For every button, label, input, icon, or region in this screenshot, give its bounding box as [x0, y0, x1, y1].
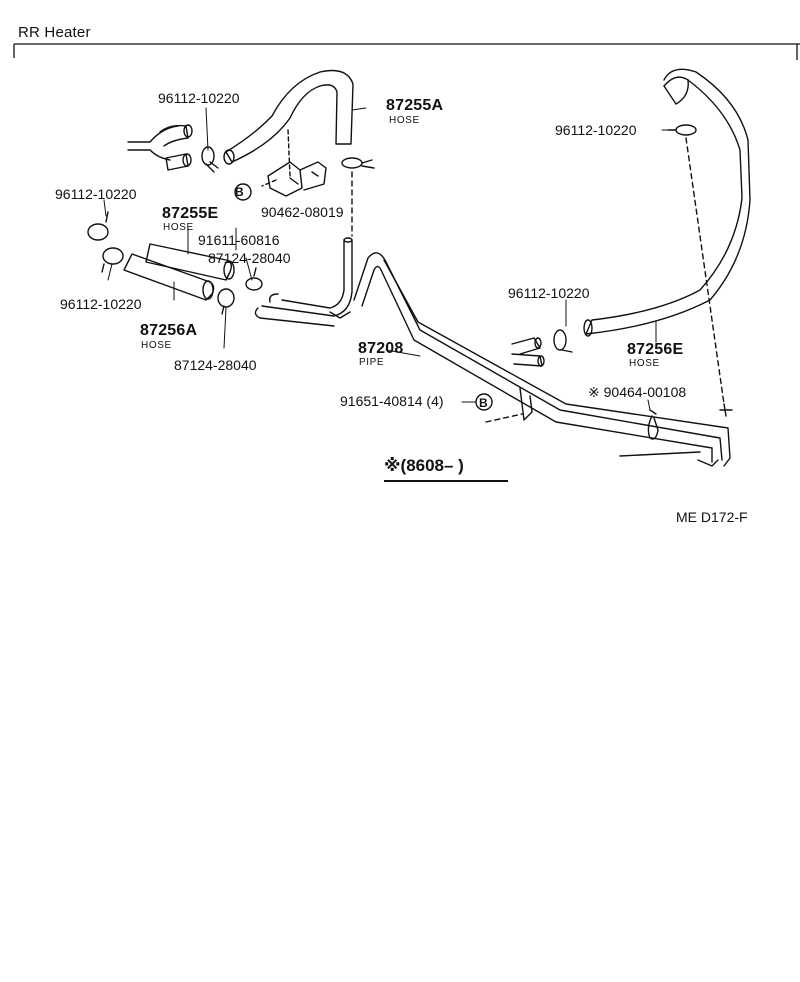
leader-bracket — [287, 129, 291, 177]
ref-b-bracket: B — [235, 185, 244, 199]
heater-inlet-stubs — [127, 124, 193, 171]
label-pipe-87208-name: PIPE — [359, 357, 385, 368]
bracket-90462 — [261, 161, 327, 197]
page-title: RR Heater — [18, 24, 91, 41]
label-clamp-96112-left-lower: 96112-10220 — [60, 296, 142, 312]
clamp-icon — [87, 211, 109, 241]
footer-code: ME D172-F — [676, 509, 748, 525]
hose-87255e — [145, 243, 235, 281]
label-clamp-96112-right-mid: 96112-10220 — [508, 285, 590, 301]
label-bolt-91651: 91651-40814 (4) — [340, 393, 444, 409]
clamp-icon — [341, 157, 375, 169]
clip-90464 — [647, 409, 659, 440]
clamp-icon — [217, 288, 235, 315]
pipe-87208 — [254, 237, 731, 467]
label-hose-87256a: 87256A — [140, 322, 198, 339]
hose-87255a — [223, 69, 354, 165]
label-clip-90464: ※ 90464-00108 — [588, 384, 687, 400]
label-clamp-96112-top-right: 96112-10220 — [555, 122, 637, 138]
label-hose-87256a-name: HOSE — [141, 340, 172, 351]
label-pipe-87208: 87208 — [358, 340, 404, 357]
label-hose-87256e-name: HOSE — [629, 358, 660, 369]
clamp-icon — [101, 247, 124, 273]
clamp-icon — [245, 267, 263, 291]
production-range-note: ※(8608– ) — [384, 456, 464, 475]
ref-b-bolt: B — [479, 396, 488, 410]
hose-87256e — [583, 68, 751, 337]
heater-outlet-stubs — [511, 337, 545, 367]
label-hose-87255e: 87255E — [162, 205, 219, 222]
bolt-icon — [719, 403, 733, 417]
label-hose-87255a-name: HOSE — [389, 115, 420, 126]
label-hose-87256e: 87256E — [627, 341, 684, 358]
label-clamp-87124-upper: 87124-28040 — [208, 250, 291, 266]
label-clamp-96112-left-upper: 96112-10220 — [55, 186, 137, 202]
leader-lines — [103, 107, 677, 411]
label-clamp-96112-top-left: 96112-10220 — [158, 90, 240, 106]
clamp-icon — [201, 146, 219, 173]
leader-right-hose — [685, 137, 725, 405]
clamp-icon — [553, 329, 573, 353]
range-underline — [384, 480, 508, 482]
label-bolt-91611: 91611-60816 — [198, 232, 280, 248]
label-clamp-87124-lower: 87124-28040 — [174, 357, 257, 373]
label-bracket-90462: 90462-08019 — [261, 204, 344, 220]
leader-bolt — [485, 413, 523, 423]
hose-87256a — [123, 253, 215, 301]
label-hose-87255a: 87255A — [386, 97, 444, 114]
ref-b-icon — [234, 183, 252, 201]
label-hose-87255e-name: HOSE — [163, 222, 194, 233]
